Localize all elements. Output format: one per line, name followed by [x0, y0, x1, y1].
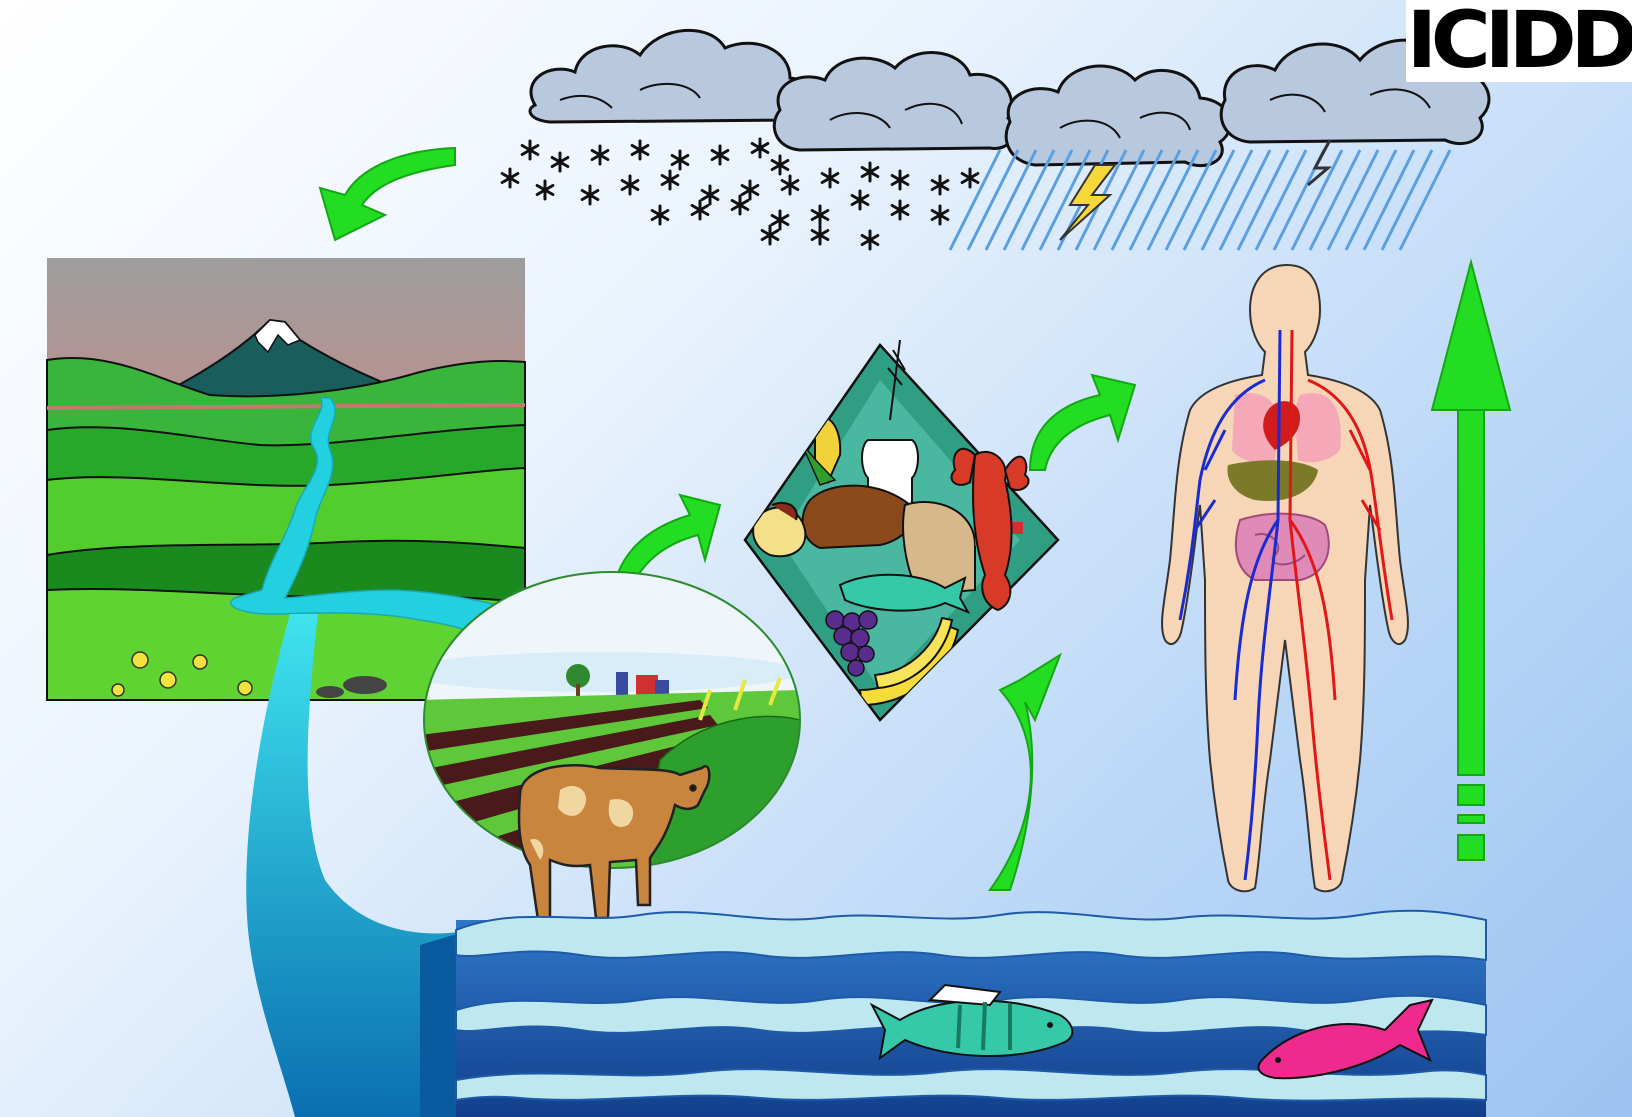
arrow-icon	[320, 148, 455, 240]
cloud	[530, 30, 1489, 165]
snowflake-icon	[692, 201, 708, 219]
logo: ICIDD	[1406, 0, 1632, 82]
snowflake-icon	[932, 206, 948, 224]
snowflake-icon	[552, 153, 568, 171]
snowflake-icon	[752, 139, 768, 157]
arrow-icon	[1030, 375, 1135, 470]
snowflake-icon	[732, 196, 748, 214]
snowflake-icon	[892, 201, 908, 219]
snowflake-icon	[822, 169, 838, 187]
snowflake-icon	[537, 181, 553, 199]
snowflake-icon	[632, 141, 648, 159]
snowflake-icon	[862, 231, 878, 249]
snowflake-icon	[502, 139, 978, 249]
snowflake-icon	[652, 206, 668, 224]
food-basket-icon	[745, 340, 1058, 720]
logo-text: ICIDD	[1406, 2, 1632, 80]
arrow-icon	[1432, 262, 1510, 860]
human-body-icon	[1162, 265, 1408, 891]
storm-clouds-icon	[530, 30, 1489, 165]
snowflake-icon	[712, 146, 728, 164]
snowflake-icon	[932, 176, 948, 194]
snowflake-icon	[782, 176, 798, 194]
snowflake-icon	[812, 206, 828, 224]
snowflake-icon	[852, 191, 868, 209]
snowflake-icon	[522, 141, 538, 159]
snowflake-icon	[772, 211, 788, 229]
snowflake-icon	[662, 171, 678, 189]
arrow-icon	[990, 655, 1060, 890]
snowflake-icon	[502, 169, 518, 187]
snowflake-icon	[672, 151, 688, 169]
snowflake-icon	[622, 176, 638, 194]
snowflake-icon	[862, 163, 878, 181]
snowflake-icon	[892, 171, 908, 189]
snowflake-icon	[702, 186, 718, 204]
snowflake-icon	[582, 186, 598, 204]
snowflake-icon	[762, 226, 778, 244]
snowflake-icon	[772, 156, 788, 174]
snowflake-icon	[812, 226, 828, 244]
snowflake-icon	[742, 181, 758, 199]
snowflake-icon	[962, 169, 978, 187]
snowflake-icon	[592, 146, 608, 164]
